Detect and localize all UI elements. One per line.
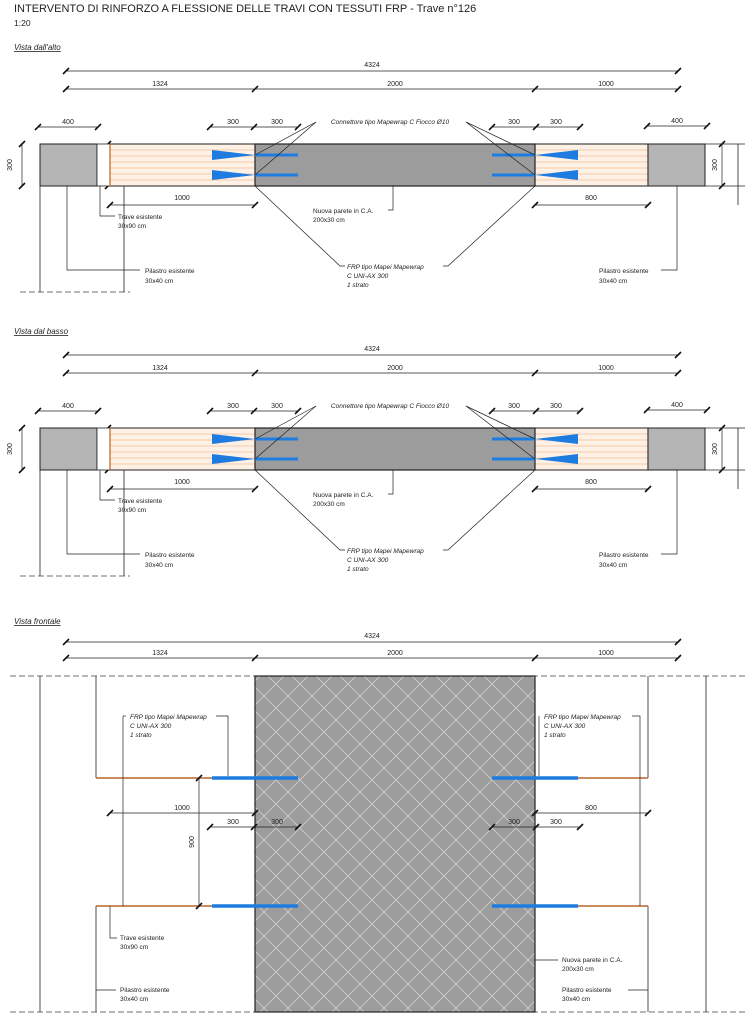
label-beam-bottom-size: 30x90 cm — [118, 507, 146, 514]
dim-beam-height: 900 — [189, 836, 196, 848]
label-column-left-bottom-size: 30x40 cm — [145, 562, 173, 569]
connector-fans-top — [212, 150, 578, 180]
drawing-scale: 1:20 — [14, 18, 31, 28]
dim-left-span-bottom: 1324 — [152, 365, 168, 372]
label-frp-front-left-layers: 1 strato — [130, 732, 152, 739]
label-column-right-bottom: Pilastro esistente — [599, 552, 649, 559]
beam-frp-right-bottom — [534, 427, 649, 471]
dim-frp-left: 1000 — [174, 195, 190, 202]
label-column-right-bottom-size: 30x40 cm — [599, 562, 627, 569]
front-view: Vista frontale 4324 1324 2000 1000 — [10, 617, 745, 1013]
column-right — [647, 143, 706, 187]
label-wall-front-size: 200x30 cm — [562, 966, 594, 973]
dim-right-span-bottom: 1000 — [598, 365, 614, 372]
view-title-top: Vista dall'alto — [14, 43, 61, 52]
dim-conn-2-front: 300 — [271, 819, 283, 826]
dim-column-width-left-bottom: 400 — [62, 403, 74, 410]
dim-conn-3: 300 — [508, 119, 520, 126]
dim-total: 4324 — [364, 62, 380, 69]
column-left — [39, 143, 98, 187]
dim-column-width-right-bottom: 400 — [671, 402, 683, 409]
label-column-right-top: Pilastro esistente — [599, 268, 649, 275]
dim-total-bottom: 4324 — [364, 346, 380, 353]
dim-column-depth-left-bottom: 300 — [7, 443, 14, 455]
dim-conn-1-front: 300 — [227, 819, 239, 826]
label-column-right-top-size: 30x40 cm — [599, 278, 627, 285]
label-frp-front-left-type: C UNI-AX 300 — [130, 723, 172, 730]
label-wall-top-size: 200x30 cm — [313, 217, 345, 224]
label-column-front-left: Pilastro esistente — [120, 987, 170, 994]
column-left-bottom — [39, 427, 98, 471]
dim-frp-right: 800 — [585, 195, 597, 202]
dim-total-front: 4324 — [364, 633, 380, 640]
dim-right-span-front: 1000 — [598, 650, 614, 657]
plan-view-top: Vista dall'alto 4324 1324 2000 1000 400 … — [7, 43, 745, 293]
label-beam-front-size: 30x90 cm — [120, 944, 148, 951]
label-frp-bottom-layers: 1 strato — [347, 566, 369, 573]
dim-conn-1-bottom: 300 — [227, 403, 239, 410]
dim-frp-left-bottom: 1000 — [174, 479, 190, 486]
connector-label-top: Connettore tipo Mapewrap C Fiocco Ø10 — [331, 119, 450, 126]
label-frp-top-layers: 1 strato — [347, 282, 369, 289]
label-frp-top: FRP tipo Mapei Mapewrap — [347, 264, 424, 271]
label-column-left-bottom: Pilastro esistente — [145, 552, 195, 559]
label-wall-bottom: Nuova parete in C.A. — [313, 492, 374, 499]
dim-frp-right-front: 800 — [585, 805, 597, 812]
drawing-title: INTERVENTO DI RINFORZO A FLESSIONE DELLE… — [14, 3, 476, 15]
label-frp-front-left: FRP tipo Mapei Mapewrap — [130, 714, 207, 721]
dim-conn-3-front: 300 — [508, 819, 520, 826]
dim-frp-left-front: 1000 — [174, 805, 190, 812]
label-frp-front-right-type: C UNI-AX 300 — [544, 723, 586, 730]
label-beam-front: Trave esistente — [120, 935, 165, 942]
label-frp-front-right-layers: 1 strato — [544, 732, 566, 739]
new-wall-plan-top — [254, 143, 536, 187]
dim-column-depth-right: 300 — [712, 159, 719, 171]
label-column-front-right: Pilastro esistente — [562, 987, 612, 994]
connector-label-bottom: Connettore tipo Mapewrap C Fiocco Ø10 — [331, 403, 450, 410]
label-frp-front-right: FRP tipo Mapei Mapewrap — [544, 714, 621, 721]
dim-column-depth-left: 300 — [7, 159, 14, 171]
dim-conn-4-front: 300 — [550, 819, 562, 826]
column-right-bottom — [647, 427, 706, 471]
label-wall-bottom-size: 200x30 cm — [313, 501, 345, 508]
dim-conn-4-bottom: 300 — [550, 403, 562, 410]
new-wall-elevation — [254, 675, 536, 1013]
connector-fans-bottom — [212, 434, 578, 464]
dim-mid-span-bottom: 2000 — [387, 365, 403, 372]
dim-conn-2-bottom: 300 — [271, 403, 283, 410]
dim-conn-3-bottom: 300 — [508, 403, 520, 410]
label-beam-top: Trave esistente — [118, 214, 163, 221]
label-frp-bottom: FRP tipo Mapei Mapewrap — [347, 548, 424, 555]
dim-mid-span: 2000 — [387, 81, 403, 88]
label-beam-top-size: 30x90 cm — [118, 223, 146, 230]
new-wall-plan-bottom — [254, 427, 536, 471]
beam-frp-left-bottom — [109, 427, 256, 471]
dim-column-depth-right-bottom: 300 — [712, 443, 719, 455]
dim-left-span-front: 1324 — [152, 650, 168, 657]
dim-column-width-left: 400 — [62, 119, 74, 126]
dim-conn-4: 300 — [550, 119, 562, 126]
view-title-front: Vista frontale — [14, 617, 61, 626]
dim-left-span: 1324 — [152, 81, 168, 88]
plan-view-bottom: Vista dal basso 4324 1324 2000 1000 400 … — [7, 327, 745, 577]
label-beam-bottom: Trave esistente — [118, 498, 163, 505]
dim-right-span: 1000 — [598, 81, 614, 88]
label-wall-top: Nuova parete in C.A. — [313, 208, 374, 215]
dim-frp-right-bottom: 800 — [585, 479, 597, 486]
dim-conn-1: 300 — [227, 119, 239, 126]
label-frp-bottom-type: C UNI-AX 300 — [347, 557, 389, 564]
dim-conn-2: 300 — [271, 119, 283, 126]
view-title-bottom: Vista dal basso — [14, 327, 69, 336]
label-column-left-top: Pilastro esistente — [145, 268, 195, 275]
label-wall-front: Nuova parete in C.A. — [562, 957, 623, 964]
label-frp-top-type: C UNI-AX 300 — [347, 273, 389, 280]
dim-column-width-right: 400 — [671, 118, 683, 125]
dim-mid-span-front: 2000 — [387, 650, 403, 657]
label-column-front-left-size: 30x40 cm — [120, 996, 148, 1003]
label-column-front-right-size: 30x40 cm — [562, 996, 590, 1003]
label-column-left-top-size: 30x40 cm — [145, 278, 173, 285]
